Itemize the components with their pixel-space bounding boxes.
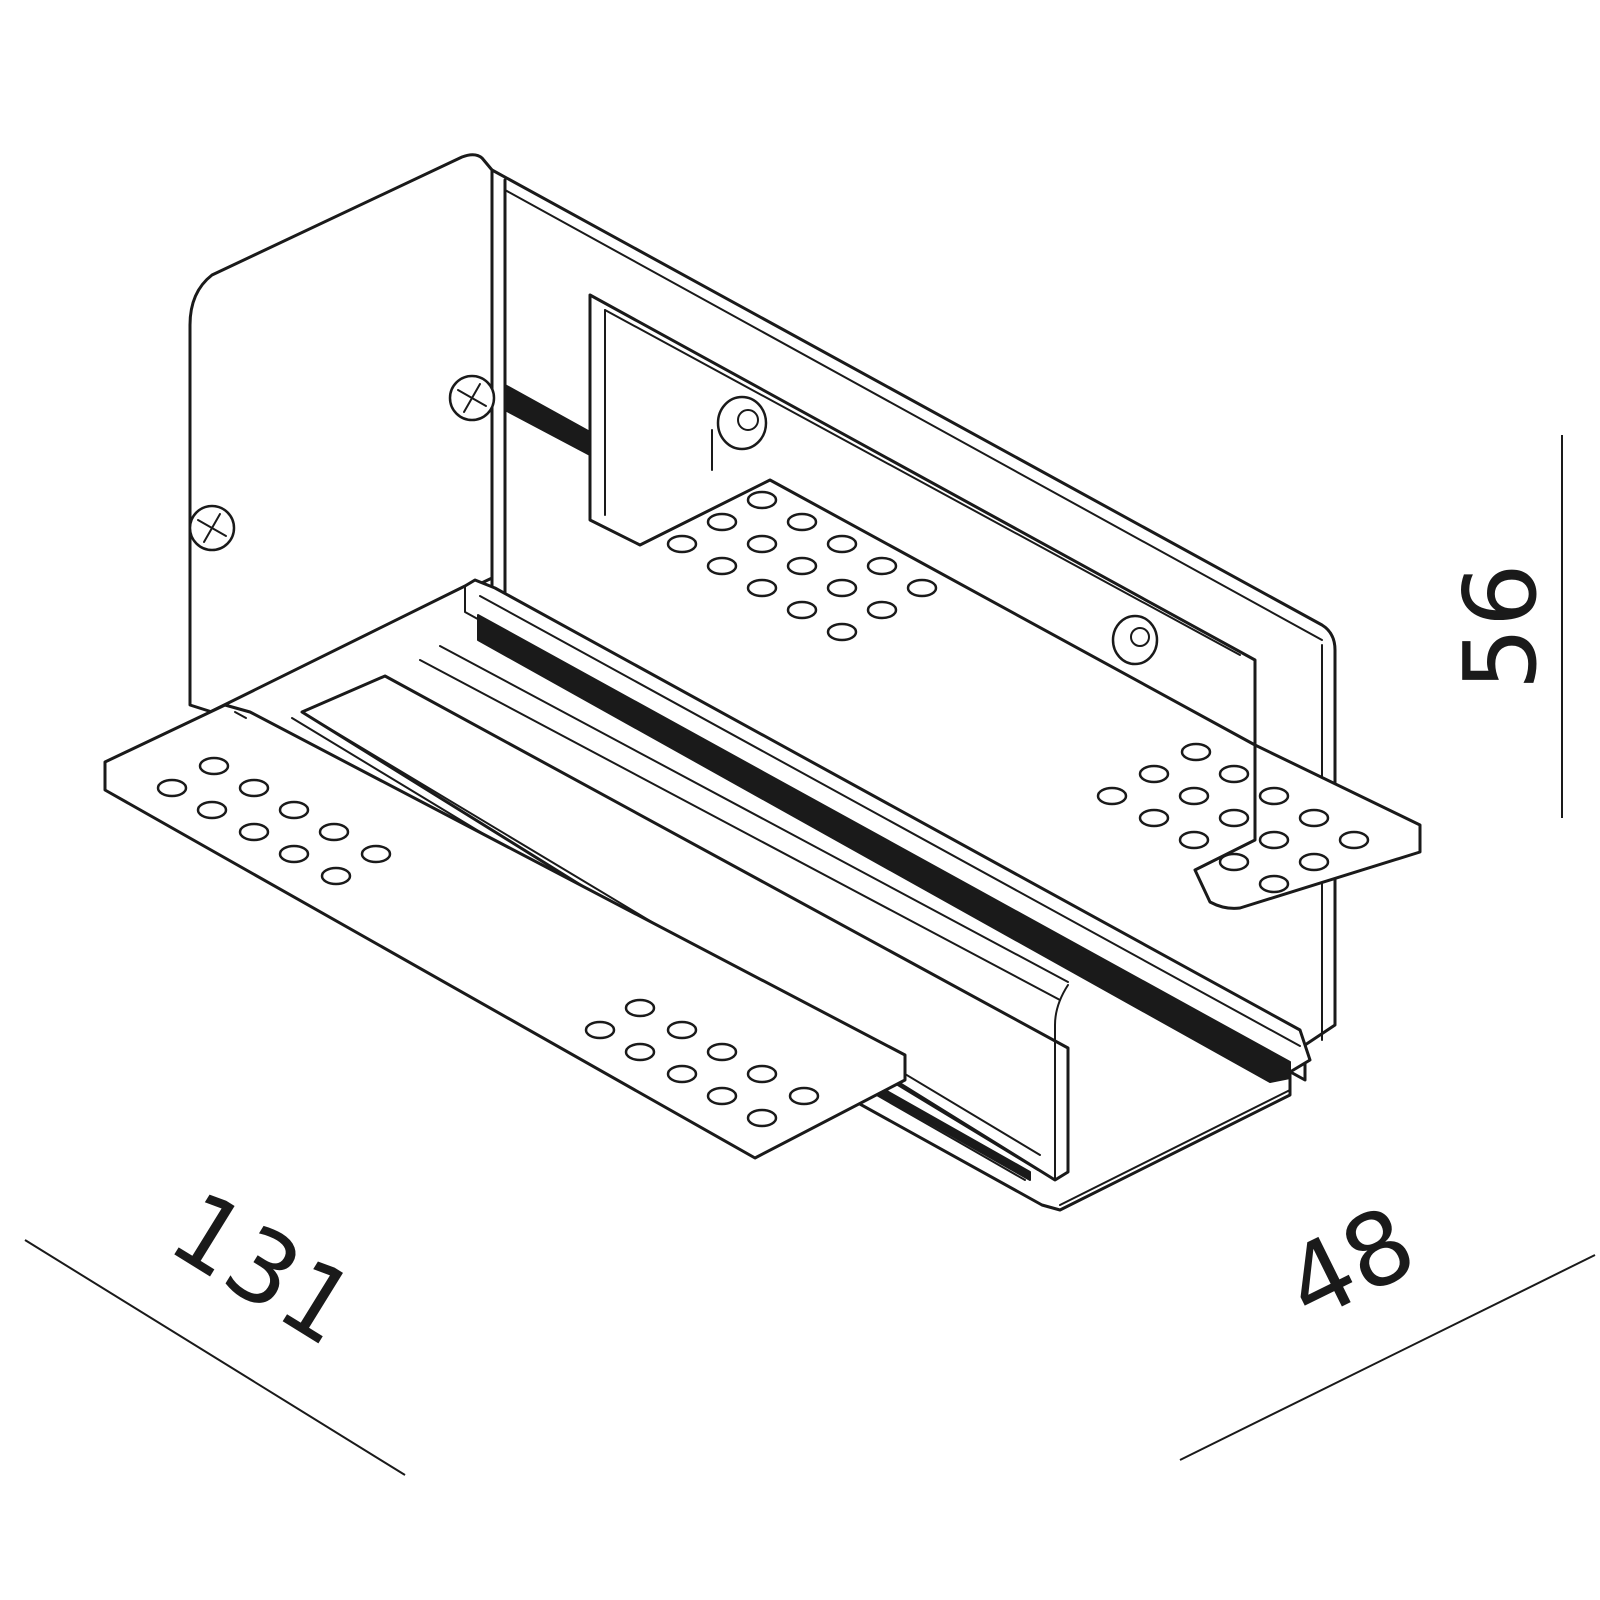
screw-window-right-icon	[1111, 614, 1159, 666]
perforation-hole	[746, 534, 778, 554]
perforation-hole	[1218, 852, 1250, 872]
top-inner-edge	[504, 189, 1323, 641]
perforation-hole	[1138, 808, 1170, 828]
screw-left-icon	[188, 504, 236, 552]
perforation-hole	[746, 490, 778, 510]
perforation-hole	[826, 622, 858, 642]
perforation-hole	[788, 1086, 820, 1106]
perforation-hole	[706, 1042, 738, 1062]
perforation-hole	[746, 578, 778, 598]
dimension-height: 56	[1442, 435, 1563, 818]
perforation-hole	[1338, 830, 1370, 850]
perforation-hole	[584, 1020, 616, 1040]
perforation-hole	[706, 1086, 738, 1106]
perforation-hole	[746, 1064, 778, 1084]
perforation-hole	[1218, 808, 1250, 828]
perforation-hole	[196, 800, 228, 820]
perforation-hole	[1218, 764, 1250, 784]
perforation-hole	[1178, 830, 1210, 850]
perforation-hole	[1258, 830, 1290, 850]
perforation-hole	[156, 778, 188, 798]
flange-right-holes	[1096, 742, 1370, 894]
perforation-hole	[666, 1064, 698, 1084]
end-cap	[188, 153, 494, 714]
perforation-hole	[746, 1108, 778, 1128]
perforation-hole	[866, 600, 898, 620]
perforation-hole	[238, 822, 270, 842]
flange-left-holes-front	[584, 998, 820, 1128]
perforation-hole	[360, 844, 392, 864]
perforation-hole	[666, 534, 698, 554]
screw-top-icon	[448, 374, 496, 422]
perforation-hole	[786, 556, 818, 576]
perforation-hole	[706, 512, 738, 532]
flange-left-holes	[156, 756, 392, 886]
dimension-line-depth	[1179, 1254, 1596, 1461]
perforation-hole	[826, 534, 858, 554]
dimension-label-height: 56	[1442, 563, 1559, 690]
perforation-hole	[866, 556, 898, 576]
perforation-hole	[1258, 786, 1290, 806]
perforation-hole	[624, 998, 656, 1018]
dimension-line-length	[24, 1239, 406, 1476]
perforation-hole	[1138, 764, 1170, 784]
dimension-label-depth: 48	[1267, 1183, 1433, 1344]
perforation-hole	[1096, 786, 1128, 806]
perforation-hole	[826, 578, 858, 598]
perforation-hole	[1298, 808, 1330, 828]
flange-left	[103, 703, 907, 1160]
perforation-hole	[238, 778, 270, 798]
perforation-hole	[906, 578, 938, 598]
perforation-hole	[786, 600, 818, 620]
perforation-hole	[278, 844, 310, 864]
window-floor-holes	[666, 490, 938, 642]
perforation-hole	[706, 556, 738, 576]
perforation-hole	[318, 822, 350, 842]
perforation-hole	[320, 866, 352, 886]
perforation-hole	[1258, 874, 1290, 894]
perforation-hole	[786, 512, 818, 532]
flange-right	[1193, 743, 1422, 910]
dimension-length: 131	[24, 1169, 406, 1476]
perforation-hole	[1178, 786, 1210, 806]
channel-groove	[477, 614, 1291, 1083]
perforation-hole	[198, 756, 230, 776]
dimension-depth: 48	[1179, 1183, 1596, 1461]
perforation-hole	[624, 1042, 656, 1062]
perforation-hole	[1180, 742, 1212, 762]
slot	[504, 384, 591, 456]
perforation-hole	[666, 1020, 698, 1040]
perforation-hole	[278, 800, 310, 820]
screw-window-top-icon	[716, 395, 768, 451]
perforation-hole	[1298, 852, 1330, 872]
